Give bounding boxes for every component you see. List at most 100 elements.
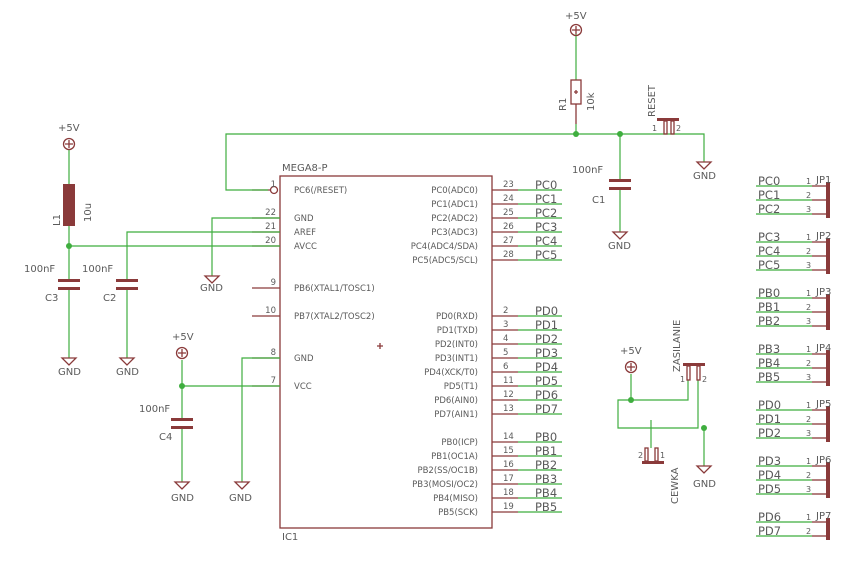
junction-r1 (573, 131, 579, 137)
header-pin-number: 2 (806, 471, 811, 480)
net-label: PC1 (758, 188, 780, 202)
vcc-label-c4: +5V (172, 332, 194, 343)
resistor-r1: R1 10k (558, 79, 597, 124)
header-name: JP6 (815, 455, 831, 466)
header-pin-number: 3 (806, 373, 811, 382)
cewka-header-name: CEWKA (670, 467, 681, 504)
cewka-pin2: 2 (638, 451, 643, 460)
net-label: PB5 (758, 370, 780, 384)
header-pin-number: 1 (806, 513, 811, 522)
ic1-pin-number: 20 (265, 236, 276, 246)
c3-value: 100nF (24, 264, 55, 275)
capacitor-c1: 100nF C1 (572, 165, 631, 206)
gnd-symbol-zasilanie: GND (693, 465, 716, 490)
ic1-pin-number: 3 (503, 320, 508, 330)
ic1-pin-number: 5 (503, 348, 508, 358)
gnd-symbol-pin8: GND (229, 481, 252, 504)
ic1-pin-name: PB2(SS/OC1B) (417, 466, 478, 476)
capacitor-c2: 100nF C2 (82, 264, 138, 304)
cewka-header: 2 1 CEWKA (638, 447, 681, 504)
gnd-symbol-c4: GND (171, 481, 194, 504)
header-name: JP2 (815, 231, 831, 242)
ic1-pin-number: 1 (271, 180, 276, 190)
wire-zasilanie-pin2 (651, 380, 699, 429)
zasilanie-pin1: 1 (680, 375, 685, 384)
junctions (66, 131, 707, 431)
net-label: PD4 (535, 360, 558, 374)
net-label: PC3 (758, 230, 780, 244)
net-label: PD3 (535, 346, 558, 360)
gnd-symbol-c3: GND (58, 357, 81, 378)
reset-pin2: 2 (676, 124, 681, 133)
net-label: PD3 (758, 454, 781, 468)
ic1-pin-name: GND (294, 214, 314, 224)
reset-header-name: RESET (647, 84, 658, 117)
ic1-pin-name: PC5(ADC5/SCL) (412, 256, 478, 266)
ic1-pin-name: PC1(ADC1) (431, 200, 478, 210)
net-label: PC0 (758, 174, 780, 188)
ic1-pin-name: PC2(ADC2) (431, 214, 478, 224)
ic1-pin-name: GND (294, 354, 314, 364)
ic1-pin-number: 18 (503, 488, 514, 498)
junction-zas2 (701, 425, 707, 431)
wires (68, 34, 705, 482)
cewka-pin1: 1 (660, 451, 665, 460)
ic1-pin-name: PD7(AIN1) (434, 410, 478, 420)
ic1-pin-name: PD4(XCK/T0) (424, 368, 478, 378)
gnd-label-c3: GND (58, 367, 81, 378)
ic1-pin-number: 16 (503, 460, 514, 470)
net-label: PD7 (535, 402, 558, 416)
net-label: PD2 (535, 332, 558, 346)
ic1-pin-number: 22 (265, 208, 276, 218)
inductor-l1: L1 10u (52, 184, 94, 226)
ic1-pin-name: AVCC (294, 242, 317, 252)
ic1-pin-name: PB5(SCK) (438, 508, 478, 518)
ic1-pin-name: PB0(ICP) (441, 438, 478, 448)
jp-headers: JP11PC02PC13PC2JP21PC32PC43PC5JP31PB02PB… (756, 174, 831, 540)
ic1-pin-name: PB7(XTAL2/TOSC2) (294, 312, 375, 322)
net-label: PC0 (535, 178, 557, 192)
ic1-pin-number: 15 (503, 446, 514, 456)
ic1-pin-number: 9 (271, 278, 276, 288)
ic1-pin-number: 25 (503, 208, 514, 218)
net-label: PD2 (758, 426, 781, 440)
junction-zas1 (628, 397, 634, 403)
r1-name: R1 (558, 98, 569, 111)
net-label: PC5 (758, 258, 780, 272)
net-label: PC3 (535, 220, 557, 234)
net-label: PC4 (758, 244, 780, 258)
ic1-pin-number: 24 (503, 194, 514, 204)
ic1-pin-number: 17 (503, 474, 514, 484)
vcc-symbol-c4: +5V (172, 332, 194, 360)
header-name: JP7 (815, 511, 831, 522)
ic1-pin-number: 4 (503, 334, 508, 344)
gnd-symbol-pin22: GND (200, 275, 223, 294)
header-pin-number: 2 (806, 191, 811, 200)
r1-value: 10k (586, 92, 597, 111)
ic1-part-label: MEGA8-P (282, 163, 328, 174)
c2-value: 100nF (82, 264, 113, 275)
header-name: JP1 (815, 175, 831, 186)
ic1-pin-name: PB6(XTAL1/TOSC1) (294, 284, 375, 294)
wire-reset-gnd (676, 133, 705, 162)
net-label: PB3 (758, 342, 780, 356)
wire-pin8-gnd (241, 357, 280, 482)
gnd-label-reset: GND (693, 171, 716, 182)
gnd-label-pin8: GND (229, 493, 252, 504)
c1-name: C1 (592, 195, 605, 206)
